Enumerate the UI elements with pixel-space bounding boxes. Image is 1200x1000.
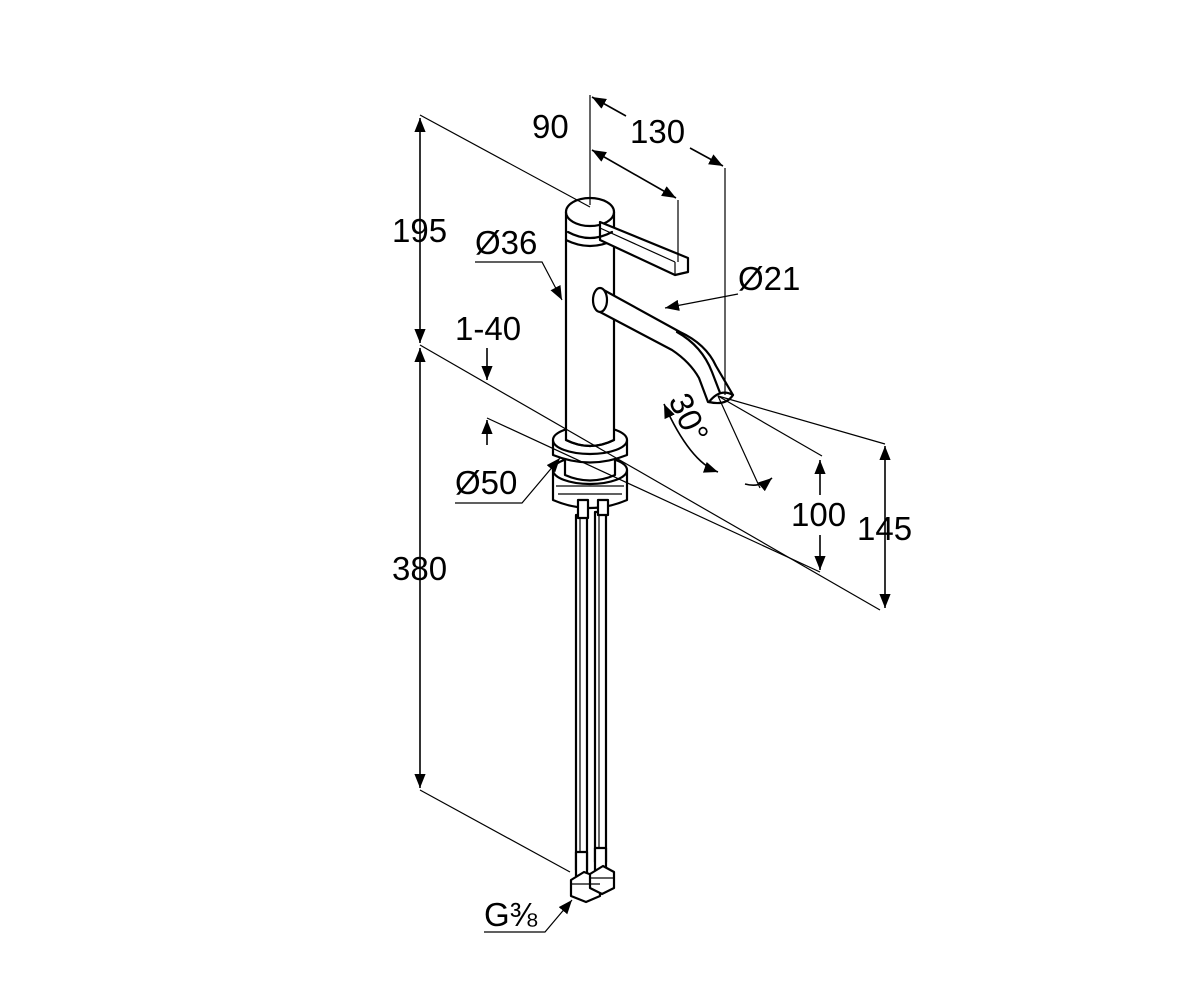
label-145: 145 — [857, 510, 912, 547]
label-100: 100 — [791, 496, 846, 533]
faucet-body-group — [551, 196, 735, 904]
label-1-40: 1-40 — [455, 310, 521, 347]
label-130: 130 — [630, 113, 685, 150]
label-d50: Ø50 — [455, 464, 517, 501]
label-195: 195 — [392, 212, 447, 249]
faucet-column — [564, 238, 616, 448]
label-g3-8: G⅜ — [484, 896, 538, 933]
hose-connector-nuts — [569, 864, 616, 904]
label-380: 380 — [392, 550, 447, 587]
handle-lever — [564, 196, 690, 277]
label-d36: Ø36 — [475, 224, 537, 261]
label-90: 90 — [532, 108, 569, 145]
dimension-lines — [414, 95, 891, 933]
label-d21: Ø21 — [738, 260, 800, 297]
spout — [591, 286, 735, 405]
dimension-labels: 90 130 195 Ø36 Ø21 1-40 30° Ø50 100 145 … — [392, 108, 912, 933]
supply-hoses — [574, 510, 608, 878]
